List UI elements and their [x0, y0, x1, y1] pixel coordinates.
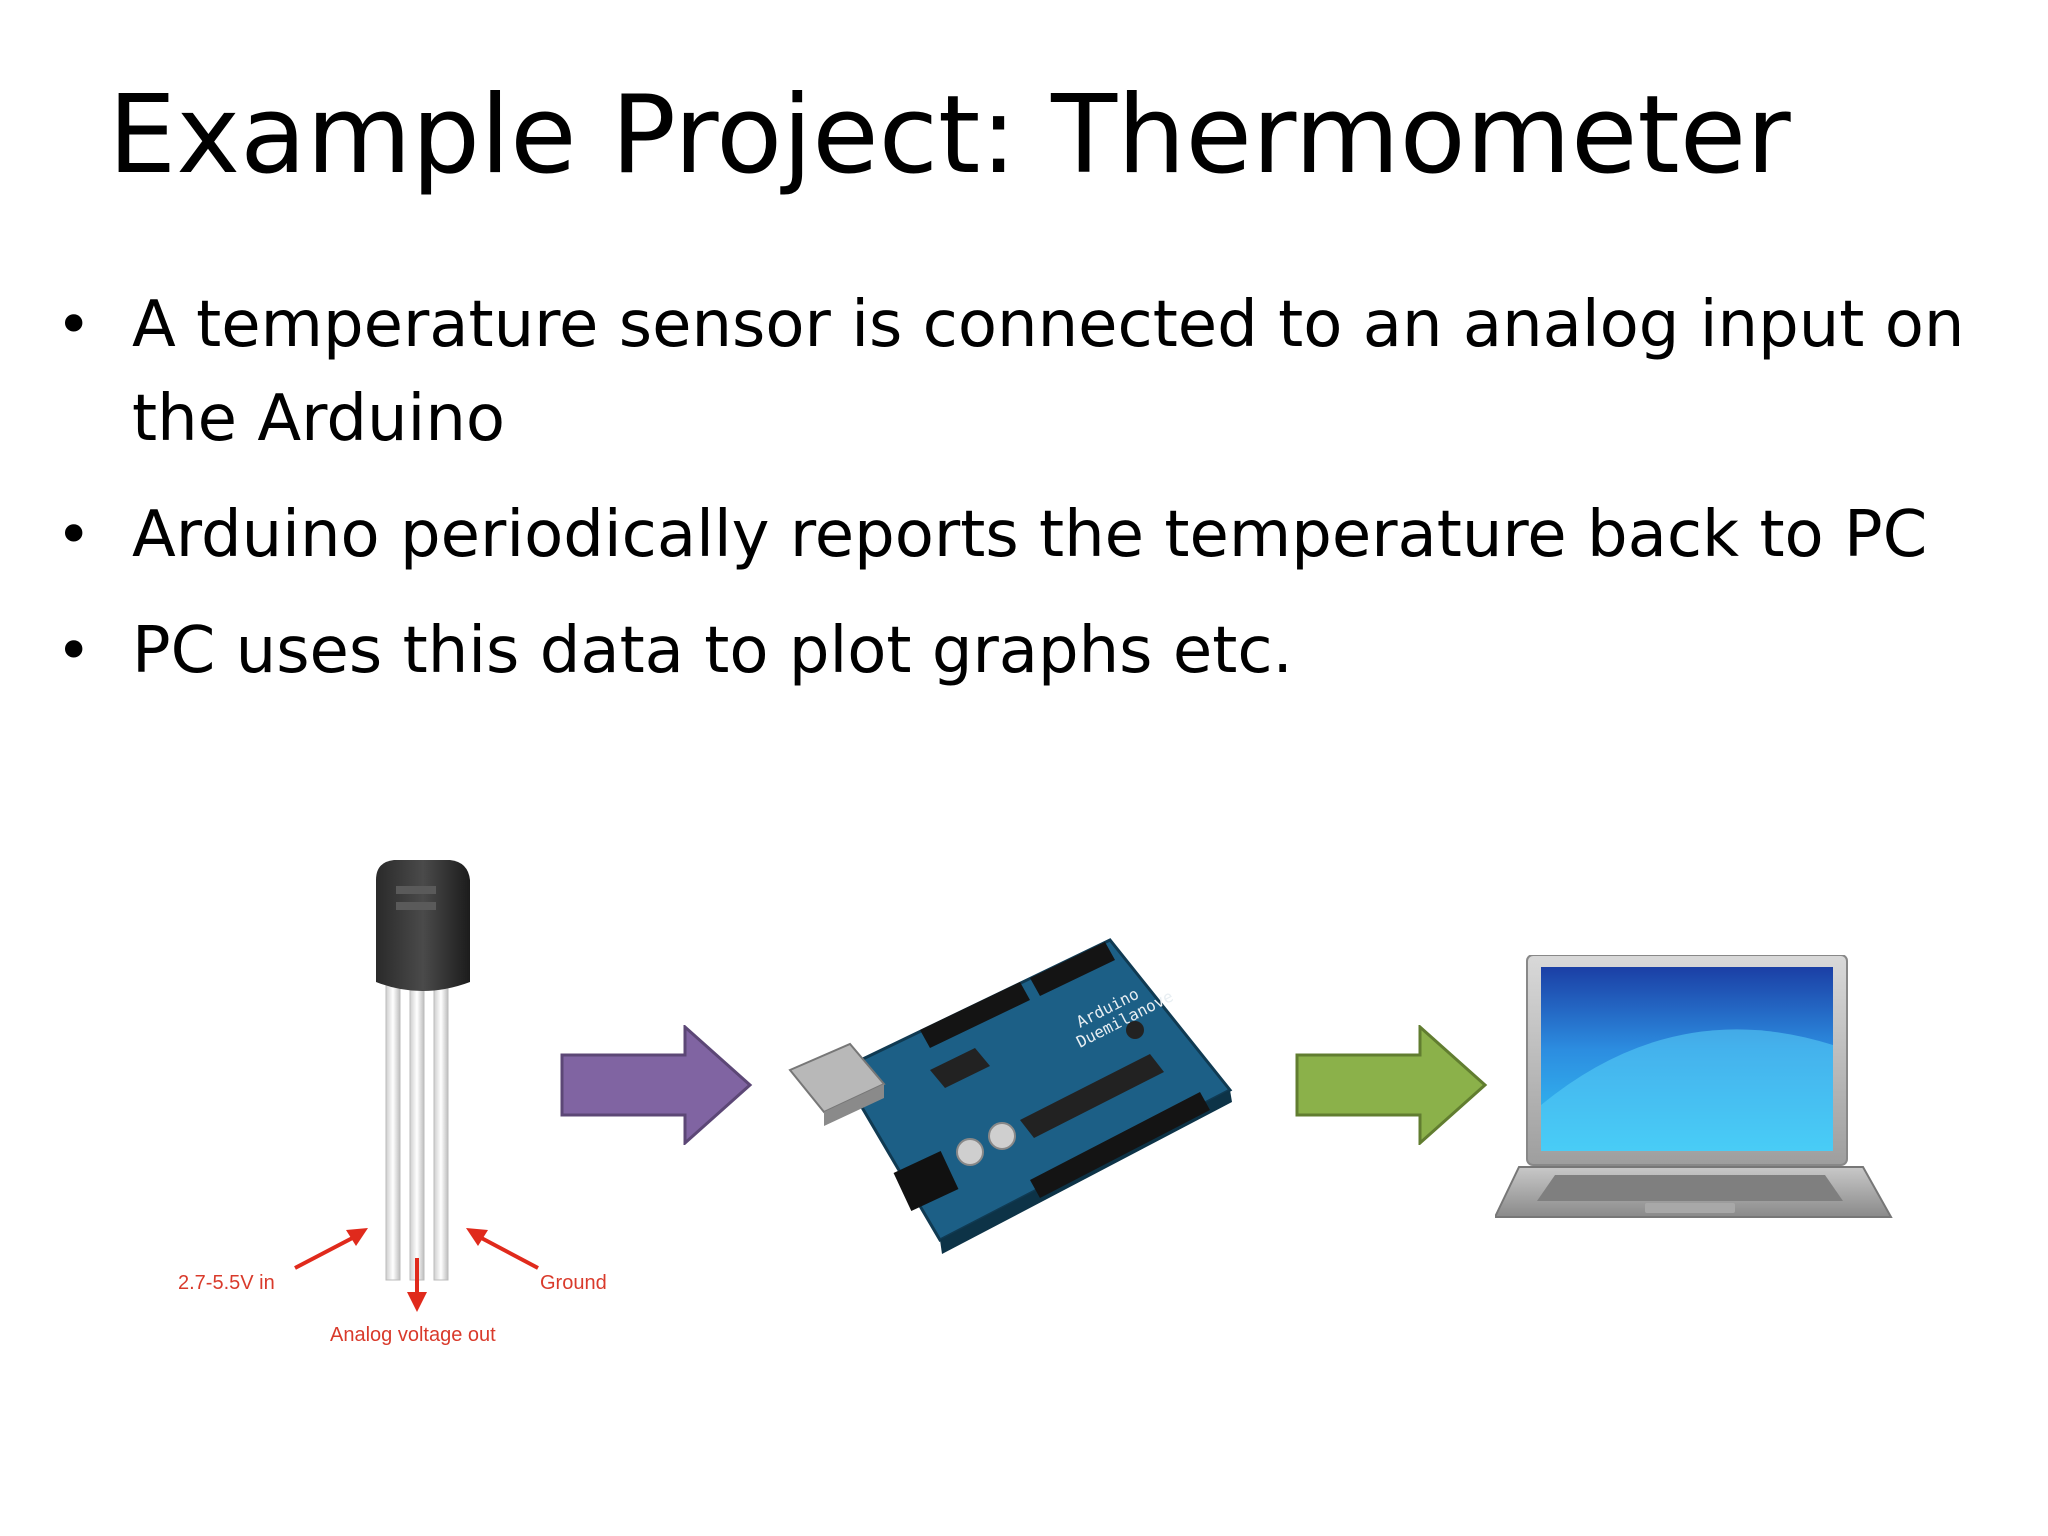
bullet-item: • PC uses this data to plot graphs etc.	[48, 604, 2008, 698]
bullet-item: • Arduino periodically reports the tempe…	[48, 488, 2008, 582]
bullet-item: • A temperature sensor is connected to a…	[48, 278, 2008, 466]
bullet-text: Arduino periodically reports the tempera…	[132, 498, 1928, 572]
bullet-icon: •	[56, 500, 92, 570]
temperature-sensor-image: 2.7-5.5V in Analog voltage out Ground	[150, 840, 650, 1400]
laptop-image	[1493, 954, 1895, 1235]
bullet-icon: •	[56, 616, 92, 686]
pin-label-analog-out: Analog voltage out	[330, 1324, 496, 1346]
bullet-list: • A temperature sensor is connected to a…	[48, 278, 2008, 720]
sensor-drawing	[294, 860, 539, 1312]
slide-title: Example Project: Thermometer	[108, 73, 1791, 198]
arduino-board-image: Arduino Duemilanove	[780, 920, 1260, 1260]
pin-label-power: 2.7-5.5V in	[178, 1272, 275, 1294]
pin-label-ground: Ground	[540, 1272, 607, 1294]
bullet-text: A temperature sensor is connected to an …	[132, 288, 1965, 456]
bullet-icon: •	[56, 290, 92, 360]
board-drawing: Arduino Duemilanove	[788, 938, 1233, 1254]
arrow-right-icon	[560, 1023, 755, 1147]
laptop-drawing	[1493, 954, 1893, 1218]
arrow-right-icon	[1295, 1023, 1490, 1147]
bullet-text: PC uses this data to plot graphs etc.	[132, 614, 1293, 688]
